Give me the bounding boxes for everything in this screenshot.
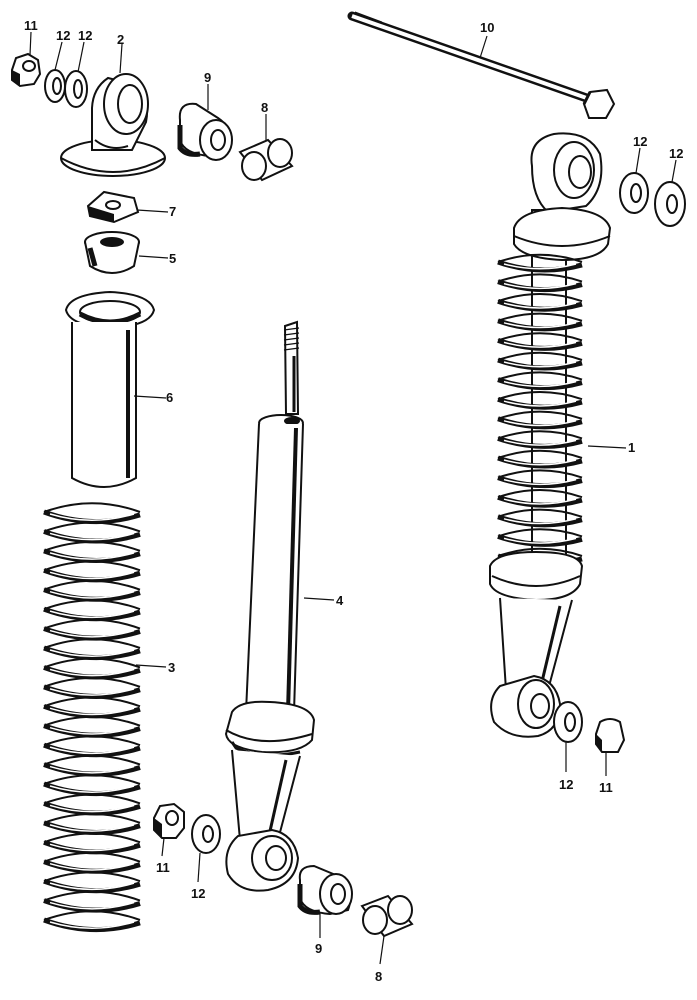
part-9-bushing-bottom — [297, 864, 353, 916]
label-1: 1 — [628, 440, 635, 455]
part-6-cover-tube — [64, 290, 156, 488]
part-2-upper-mount — [60, 73, 166, 177]
part-12-washer-topright-b — [654, 181, 686, 227]
part-12-washer-topleft-a — [44, 69, 66, 103]
label-5: 5 — [169, 251, 176, 266]
part-10-bolt — [347, 11, 616, 119]
label-12-right: 12 — [559, 777, 573, 792]
label-9-top: 9 — [204, 70, 211, 85]
part-12-washer-right — [553, 701, 583, 743]
part-12-washer-topright-a — [619, 172, 649, 214]
part-11-nut-right — [595, 718, 626, 753]
part-8-sleeve-top — [238, 138, 294, 182]
part-8-sleeve-bottom — [360, 894, 414, 938]
label-9-bottom: 9 — [315, 941, 322, 956]
label-11-topleft: 11 — [24, 18, 38, 33]
part-12-washer-topleft-b — [64, 70, 88, 108]
part-12-washer-bottom — [191, 814, 221, 854]
part-11-nut-topleft — [11, 52, 42, 88]
label-11-bottom: 11 — [156, 860, 170, 875]
part-9-bushing-top — [177, 102, 233, 161]
part-5-rubber-cup — [84, 231, 140, 274]
label-10: 10 — [480, 20, 494, 35]
label-4: 4 — [336, 593, 344, 608]
label-12-topleft-b: 12 — [78, 28, 92, 43]
part-7-plate — [86, 190, 140, 224]
label-12-topright-b: 12 — [669, 146, 683, 161]
label-8-top: 8 — [261, 100, 268, 115]
part-1-lower-body — [489, 550, 584, 738]
label-7: 7 — [169, 204, 176, 219]
part-labels: 1 2 3 4 5 6 7 8 8 9 9 10 11 11 11 12 12 … — [24, 18, 683, 984]
part-11-nut-bottom — [153, 802, 185, 839]
part-1-shock-assembly — [513, 132, 612, 581]
label-6: 6 — [166, 390, 173, 405]
label-11-right: 11 — [599, 780, 613, 795]
label-3: 3 — [168, 660, 175, 675]
part-4-damper — [224, 320, 316, 892]
label-12-topright-a: 12 — [633, 134, 647, 149]
label-8-bottom: 8 — [375, 969, 382, 984]
part-3-coil-spring — [43, 502, 141, 933]
label-2: 2 — [117, 32, 124, 47]
label-12-topleft-a: 12 — [56, 28, 70, 43]
label-12-bottom: 12 — [191, 886, 205, 901]
